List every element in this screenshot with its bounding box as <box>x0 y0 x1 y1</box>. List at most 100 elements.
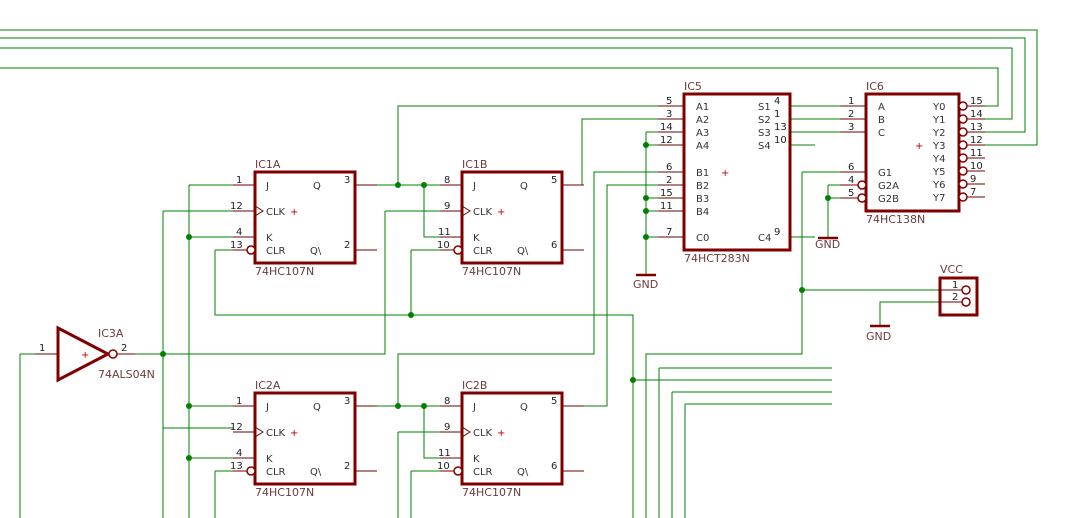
inverter-bubble <box>108 349 118 359</box>
pin-number: 7 <box>666 227 672 238</box>
pin-number: 15 <box>660 188 673 199</box>
svg-text:+: + <box>81 350 89 361</box>
pin-number: 6 <box>551 240 557 251</box>
pin-number: 10 <box>970 161 983 172</box>
svg-text:+: + <box>497 207 505 218</box>
pin-number: 1 <box>774 109 780 120</box>
junctions <box>160 142 831 461</box>
junction-dot <box>395 403 401 409</box>
pin-number: 4 <box>774 96 780 107</box>
pin-number: 9 <box>774 227 780 238</box>
pin-label: J <box>265 181 269 192</box>
vcc-connector[interactable]: 1 2 VCC <box>938 263 979 317</box>
chip-name: IC6 <box>866 80 884 93</box>
pin-number: 5 <box>666 96 672 107</box>
pin-number: 12 <box>230 201 243 212</box>
pin-number: 6 <box>551 461 557 472</box>
pin-number: 6 <box>848 162 854 173</box>
pin-label: A <box>878 102 885 113</box>
pin-label: Y3 <box>932 141 945 152</box>
pin-number: 11 <box>660 201 673 212</box>
junction-dot <box>160 351 166 357</box>
pin-number: 10 <box>774 135 787 146</box>
ground-label: GND <box>633 278 658 291</box>
pin-number: 12 <box>660 135 673 146</box>
pin-number: 14 <box>970 109 983 120</box>
svg-text:+: + <box>290 207 298 218</box>
chip-value: 74ALS04N <box>98 368 155 381</box>
pin-number: 11 <box>438 227 451 238</box>
pin-label: CLK <box>473 207 493 218</box>
pin-number: 10 <box>437 461 450 472</box>
ic3a-inverter[interactable]: + 1 2 IC3A 74ALS04N <box>35 325 155 383</box>
pin-number: 9 <box>444 201 450 212</box>
pin-label: Y7 <box>932 193 945 204</box>
pin-label: Q <box>520 402 528 413</box>
pin-number: 8 <box>444 175 450 186</box>
pin-label: Y0 <box>932 102 945 113</box>
chip-body <box>460 170 564 265</box>
pin-label: K <box>266 454 273 465</box>
chip-value: 74HC107N <box>462 486 521 499</box>
chip-body <box>460 391 564 486</box>
ic2b-flipflop[interactable]: J CLK K CLR Q Q\ + 8 9 11 10 5 6 IC2B 74… <box>437 379 584 499</box>
pin-label: CLK <box>266 428 286 439</box>
pin-label: CLK <box>266 207 286 218</box>
chip-value: 74HC107N <box>255 265 314 278</box>
junction-dot <box>630 377 636 383</box>
ic2a-flipflop[interactable]: J CLK K CLR Q Q\ + 1 12 4 13 3 2 IC2A 74… <box>230 379 377 499</box>
pin-label: J <box>472 181 476 192</box>
junction-dot <box>643 195 649 201</box>
ic6-decoder[interactable]: A B C G1 G2A G2B Y0 Y1 Y2 Y3 Y4 Y5 Y6 Y7… <box>840 80 985 226</box>
chip-body <box>864 92 961 213</box>
pin-label: Q <box>313 402 321 413</box>
ground-symbol: GND <box>815 236 840 251</box>
pin-label: K <box>266 233 273 244</box>
pin-label: K <box>473 454 480 465</box>
pin-label: B3 <box>696 194 709 205</box>
pin-label: Q\ <box>310 467 322 478</box>
ic5-adder[interactable]: A1 A2 A3 A4 B1 B2 B3 B4 C0 S1 S2 S3 S4 C… <box>658 80 792 265</box>
svg-text:+: + <box>497 428 505 439</box>
pin-number: 14 <box>660 122 673 133</box>
pin-number: 9 <box>444 422 450 433</box>
chip-name: IC3A <box>98 327 124 340</box>
pin-number: 5 <box>551 396 557 407</box>
junction-dot <box>643 208 649 214</box>
ic1a-flipflop[interactable]: J CLK K CLR Q Q\ + 1 12 4 13 3 2 IC1A 74… <box>230 158 377 278</box>
pin-label: Q <box>520 181 528 192</box>
pin-label: Y1 <box>932 115 945 126</box>
pin-label: CLR <box>266 246 286 257</box>
chip-value: 74HCT283N <box>684 252 750 265</box>
junction-dot <box>186 455 192 461</box>
pin-number: 15 <box>970 96 983 107</box>
pin-label: Q <box>313 181 321 192</box>
chip-value: 74HC107N <box>255 486 314 499</box>
pin-number: 3 <box>344 396 350 407</box>
svg-text:+: + <box>721 168 729 179</box>
pin-label: Y6 <box>932 180 945 191</box>
pin-label: K <box>473 233 480 244</box>
pin-label: A4 <box>696 141 709 152</box>
pin-number: 4 <box>236 227 242 238</box>
inverter-triangle <box>56 325 112 383</box>
pin-label: CLK <box>473 428 493 439</box>
pin-label: CLR <box>473 467 493 478</box>
junction-dot <box>395 182 401 188</box>
pin-number: 2 <box>344 461 350 472</box>
pin-number: 11 <box>970 148 983 159</box>
pin-label: A3 <box>696 128 709 139</box>
svg-text:+: + <box>915 141 923 152</box>
ic1b-flipflop[interactable]: J CLK K CLR Q Q\ + 8 9 11 10 5 6 IC1B 74… <box>437 158 584 278</box>
pin-number: 2 <box>952 292 958 303</box>
pin-number: 1 <box>848 96 854 107</box>
pin-number: 12 <box>970 135 983 146</box>
pin-number: 2 <box>121 343 127 354</box>
chip-name: IC2B <box>462 379 487 392</box>
pin-label: Y4 <box>932 154 945 165</box>
pin-label: G2B <box>878 194 899 205</box>
junction-dot <box>421 182 427 188</box>
pin-number: 1 <box>236 175 242 186</box>
pin-number: 3 <box>344 175 350 186</box>
chip-name: IC1A <box>255 158 281 171</box>
